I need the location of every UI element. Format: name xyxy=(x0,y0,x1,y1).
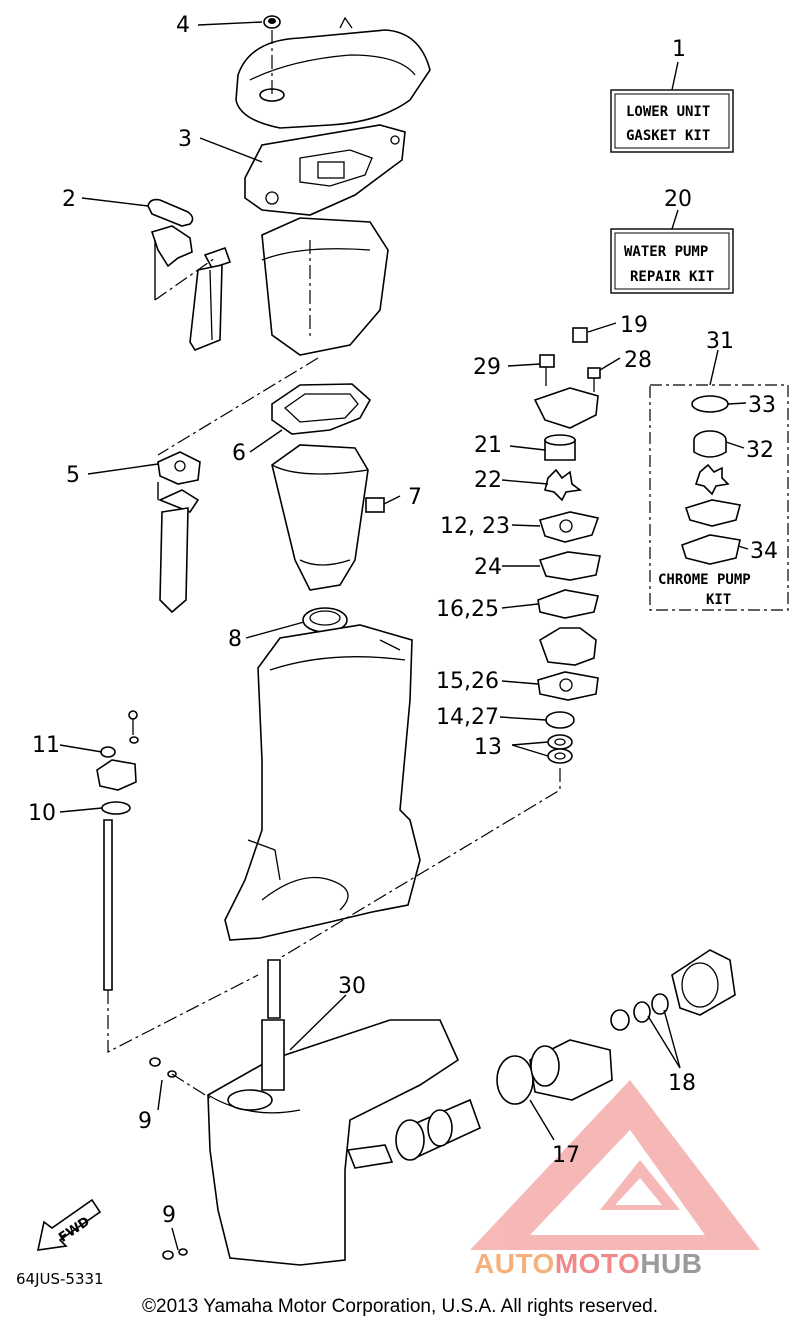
lower-unit-kit-box xyxy=(610,89,734,153)
callout-31: 31 xyxy=(706,329,734,354)
callout-1: 1 xyxy=(672,37,686,62)
chrome-pump-kit-line1: CHROME PUMP xyxy=(658,572,751,588)
muffler xyxy=(271,444,385,591)
callout-29: 29 xyxy=(473,355,501,380)
callout-33: 33 xyxy=(748,393,776,418)
lower-unit-kit-line1: LOWER UNIT xyxy=(626,104,710,120)
callout-11: 11 xyxy=(32,733,60,758)
callout-20: 20 xyxy=(664,187,692,212)
callout-22: 22 xyxy=(474,468,502,493)
callout-8: 8 xyxy=(228,627,242,652)
callout-5: 5 xyxy=(66,463,80,488)
callout-15-26: 15,26 xyxy=(436,669,499,694)
water-pump-parts xyxy=(533,327,601,764)
exhaust-guide-upper xyxy=(189,217,389,356)
gear-case xyxy=(207,959,460,1266)
diagram-code: 64JUS-5331 xyxy=(16,1270,104,1288)
callout-18: 18 xyxy=(668,1071,696,1096)
top-cover xyxy=(235,16,431,129)
callout-9b: 9 xyxy=(162,1203,176,1228)
fwd-arrow-icon xyxy=(36,1198,102,1251)
water-pump-kit-line2: REPAIR KIT xyxy=(630,269,714,285)
callout-7: 7 xyxy=(408,485,422,510)
lower-unit-kit-line2: GASKET KIT xyxy=(626,128,710,144)
shift-rod-assembly xyxy=(96,710,139,991)
watermark-logo: AUTOMOTOHUB xyxy=(474,1248,702,1280)
callout-24: 24 xyxy=(474,555,502,580)
seal-8 xyxy=(302,607,348,633)
chrome-pump-kit-box xyxy=(649,384,789,611)
callout-6: 6 xyxy=(232,441,246,466)
callout-3: 3 xyxy=(178,127,192,152)
bolt-9b xyxy=(162,1248,188,1260)
copyright-notice: ©2013 Yamaha Motor Corporation, U.S.A. A… xyxy=(142,1296,658,1317)
callout-19: 19 xyxy=(620,313,648,338)
grommet-4 xyxy=(263,15,281,95)
gasket-2 xyxy=(147,198,194,300)
watermark-part1: AUTO xyxy=(474,1248,555,1279)
callout-21: 21 xyxy=(474,433,502,458)
water-pump-kit-line1: WATER PUMP xyxy=(624,244,708,260)
gasket-5 xyxy=(157,451,201,614)
bearing-carrier xyxy=(395,949,736,1161)
callout-17: 17 xyxy=(552,1143,580,1168)
gasket-3 xyxy=(244,124,406,216)
watermark-triangle xyxy=(470,1080,760,1250)
drive-shaft-housing xyxy=(224,624,421,941)
callout-14-27: 14,27 xyxy=(436,705,499,730)
leader-lines xyxy=(59,21,749,1251)
callout-10: 10 xyxy=(28,801,56,826)
watermark-part3: HUB xyxy=(640,1248,703,1279)
chrome-pump-kit-parts xyxy=(681,395,741,565)
callout-34: 34 xyxy=(750,539,778,564)
callout-4: 4 xyxy=(176,13,190,38)
callout-9a: 9 xyxy=(138,1109,152,1134)
water-pump-kit-box xyxy=(610,228,734,294)
callout-32: 32 xyxy=(746,438,774,463)
chrome-pump-kit-line2: KIT xyxy=(706,592,731,608)
callout-16-25: 16,25 xyxy=(436,597,499,622)
callout-28: 28 xyxy=(624,348,652,373)
callout-2: 2 xyxy=(62,187,76,212)
callout-13: 13 xyxy=(474,735,502,760)
callout-12-23: 12, 23 xyxy=(440,514,510,539)
callout-30: 30 xyxy=(338,974,366,999)
gasket-6 xyxy=(271,383,372,435)
bolt-9a xyxy=(149,1057,211,1099)
watermark-part2: MOTO xyxy=(554,1248,641,1279)
